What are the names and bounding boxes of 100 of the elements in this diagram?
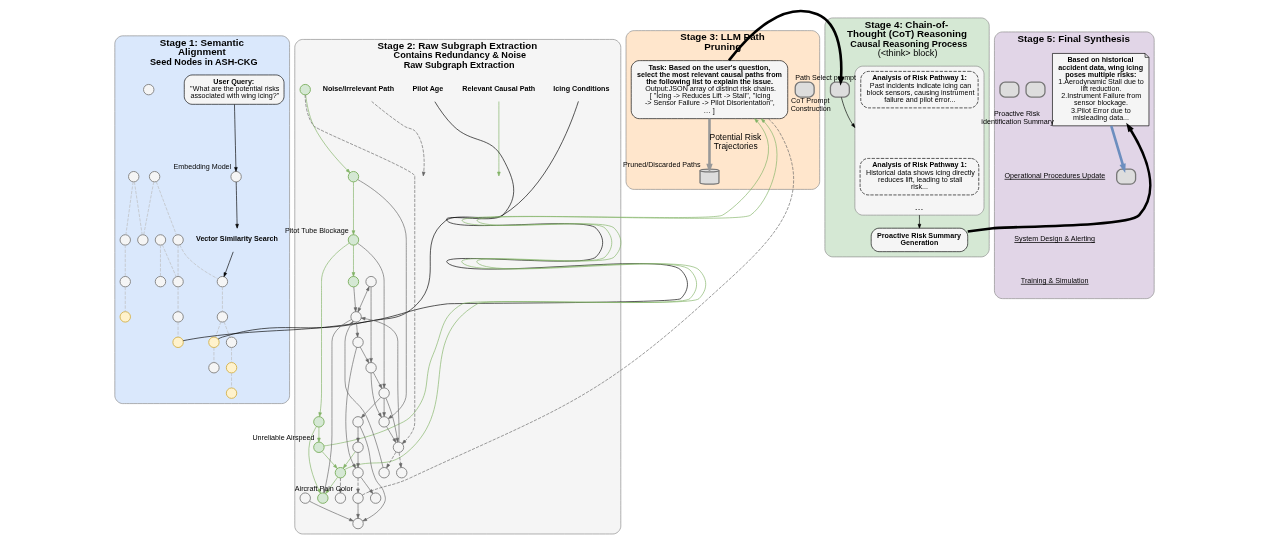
node-circle [365,362,377,374]
node-box [829,81,850,98]
node-circle [313,441,325,453]
arrow [308,426,321,494]
connector [125,181,134,236]
node-circle [352,336,364,348]
node-circle [128,171,140,183]
node-circle [378,387,390,399]
arrow [353,286,358,312]
node-circle [172,275,184,288]
arrow [369,286,373,363]
connector [215,321,222,338]
node-circle [317,492,329,504]
arrow [361,397,382,419]
node-circle [137,234,149,246]
node-circle [352,441,364,453]
connector [179,244,219,280]
connector [124,286,126,312]
arrow [398,452,403,468]
node-circle [352,467,364,479]
arrow [841,97,856,128]
node-circle [208,362,220,374]
node-circle [352,492,364,504]
node-circle [334,492,347,504]
connector [231,347,232,363]
node-circle [208,336,220,348]
arrow [497,101,501,177]
arrow [357,286,370,313]
arrow [359,426,386,522]
arrow [321,451,338,469]
node-circle [378,416,390,428]
node-box [794,81,815,98]
node-circle [225,387,238,399]
edge-label: Potential Risk Trajectories [709,131,762,151]
node-circle [378,467,390,479]
arrow [305,94,351,174]
arrow [728,9,845,86]
node-circle [299,492,311,504]
arrow [344,321,384,468]
arrow [371,101,426,177]
node-circle [352,517,364,530]
arrow [309,500,354,522]
node-circle [334,467,347,479]
arrow [234,104,238,172]
arrow [356,452,360,468]
node-circle [172,336,184,348]
arrow [323,319,352,494]
node-circle [313,416,325,428]
arrow [338,477,343,494]
arrow [357,243,386,389]
node-box [1116,168,1137,185]
arrow [360,477,374,494]
node-circle [396,467,408,479]
arrow [356,477,360,494]
node-circle [172,234,184,246]
connector [134,181,143,236]
node-circle [154,234,167,246]
arrow [356,426,360,443]
arrow [345,347,358,469]
connector [160,244,161,277]
node-circle [119,311,131,323]
node-circle [299,83,311,96]
node-circle [148,171,161,183]
connector [231,372,232,389]
arrow [317,426,321,443]
arrow [917,214,922,229]
node-box [1025,81,1046,98]
arrow [223,251,234,277]
node-circle [143,83,155,96]
node-circle [347,171,360,183]
arrow [357,179,407,419]
arrow [355,321,360,338]
connector [217,101,579,340]
node-circle [225,362,238,374]
node-circle [119,275,131,288]
node-circle [230,171,242,183]
node-circle [365,275,377,288]
arrow [373,372,383,389]
arrow [706,118,713,174]
connector [222,286,223,312]
arrow [235,181,239,229]
arrow [351,181,356,235]
connector [143,181,155,236]
node-circle [369,492,382,504]
node-circle [172,311,184,323]
node-circle [216,311,229,323]
arrow [1110,125,1126,173]
arrow [967,122,1152,233]
arrow [382,398,386,417]
connector [162,244,177,277]
node-circle [347,275,360,288]
arrow [386,451,397,469]
arrow [356,503,360,519]
node-circle [119,234,131,246]
arrow [351,244,356,277]
node-box [999,81,1020,98]
arrow [359,346,370,364]
connector [155,181,177,236]
node-circle [347,234,360,246]
node-circle [352,416,364,428]
